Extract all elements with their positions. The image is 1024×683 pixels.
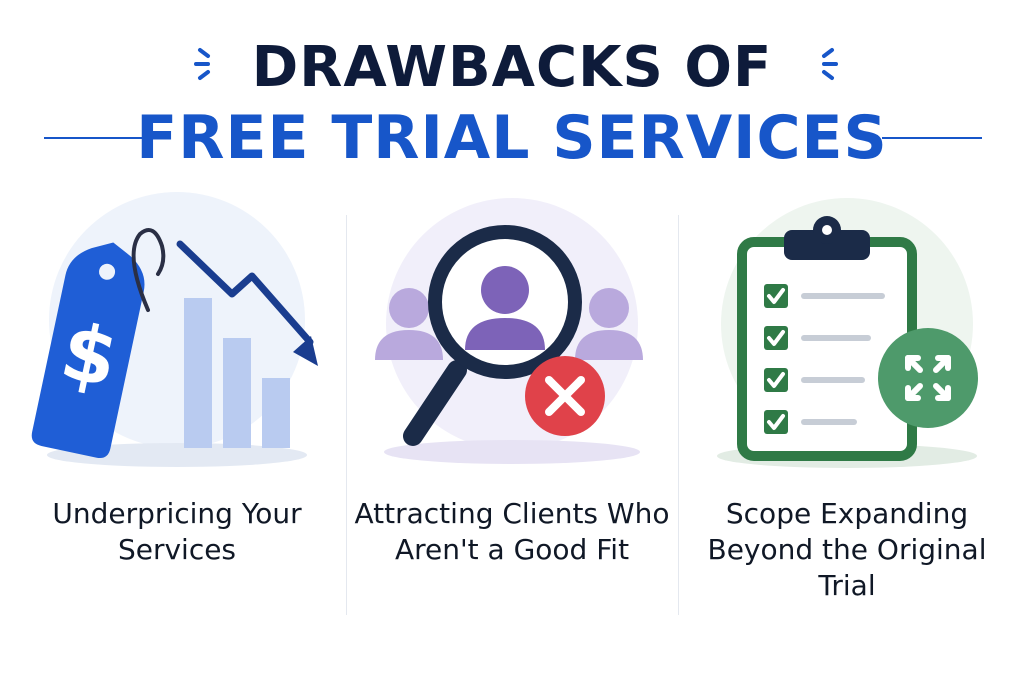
red-x-icon	[525, 356, 605, 436]
underpricing-illustration: $	[31, 192, 318, 467]
checklist-clipboard-icon	[737, 216, 917, 461]
page-title-line-2: FREE TRIAL SERVICES	[136, 103, 888, 173]
page-title-line-1: DRAWBACKS OF	[251, 35, 773, 100]
declining-bar-chart-icon	[184, 298, 290, 448]
column-divider-2	[678, 215, 679, 615]
magnifier-person-icon	[428, 225, 582, 379]
title-rule-left	[44, 137, 144, 139]
panel-caption: Scope Expanding Beyond the Original Tria…	[707, 497, 987, 602]
down-trend-arrow-icon	[176, 240, 314, 346]
sparkle-left-icon	[194, 48, 210, 80]
bad-fit-clients-illustration	[375, 198, 643, 464]
panel-underpricing: $ Underpricing Your Services	[12, 190, 342, 610]
sparkle-right-icon	[822, 48, 838, 80]
title-rule-right	[882, 137, 982, 139]
panel-caption: Attracting Clients Who Aren't a Good Fit	[354, 497, 670, 566]
panel-bad-fit-clients: Attracting Clients Who Aren't a Good Fit	[347, 190, 677, 610]
price-tag-dollar-icon: $	[31, 242, 145, 458]
column-divider-1	[346, 215, 347, 615]
expand-arrows-icon	[878, 328, 978, 428]
person-left-icon	[375, 288, 443, 360]
panel-caption: Underpricing Your Services	[52, 497, 302, 566]
scope-expanding-illustration	[717, 198, 978, 468]
person-right-icon	[575, 288, 643, 360]
panel-scope-expanding: Scope Expanding Beyond the Original Tria…	[682, 190, 1012, 610]
